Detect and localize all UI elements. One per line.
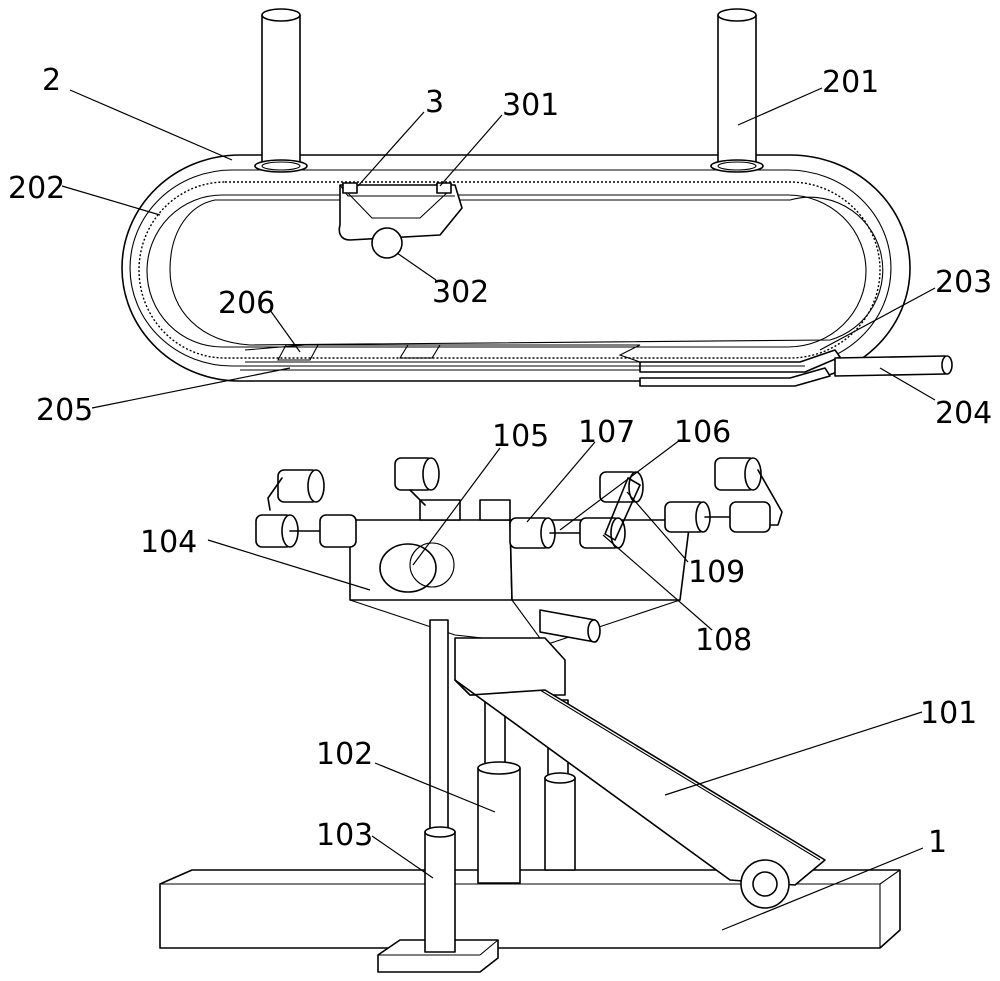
label-102: 102 xyxy=(316,737,373,772)
label-104: 104 xyxy=(140,525,197,560)
label-103: 103 xyxy=(316,818,373,853)
label-108: 108 xyxy=(695,623,752,658)
label-105: 105 xyxy=(492,419,549,454)
label-301: 301 xyxy=(502,88,559,123)
upper-frame xyxy=(121,154,953,387)
label-101: 101 xyxy=(920,696,977,731)
post-right xyxy=(710,8,764,173)
middle-box xyxy=(349,499,691,646)
label-203: 203 xyxy=(935,265,992,300)
part-labels: 2 201 202 3 301 302 203 204 205 206 105 … xyxy=(8,63,992,860)
label-107: 107 xyxy=(578,415,635,450)
label-2: 2 xyxy=(42,63,61,98)
leader-lines xyxy=(61,87,936,931)
label-204: 204 xyxy=(935,396,992,431)
label-1: 1 xyxy=(928,825,947,860)
label-109: 109 xyxy=(688,555,745,590)
label-206: 206 xyxy=(218,286,275,321)
label-106: 106 xyxy=(674,415,731,450)
label-302: 302 xyxy=(432,275,489,310)
slider-block xyxy=(338,182,463,259)
post-left xyxy=(254,8,308,173)
label-202: 202 xyxy=(8,171,65,206)
label-201: 201 xyxy=(822,65,879,100)
label-205: 205 xyxy=(36,393,93,428)
rollers xyxy=(255,457,783,549)
base-structure xyxy=(159,619,901,973)
label-3: 3 xyxy=(425,85,444,120)
